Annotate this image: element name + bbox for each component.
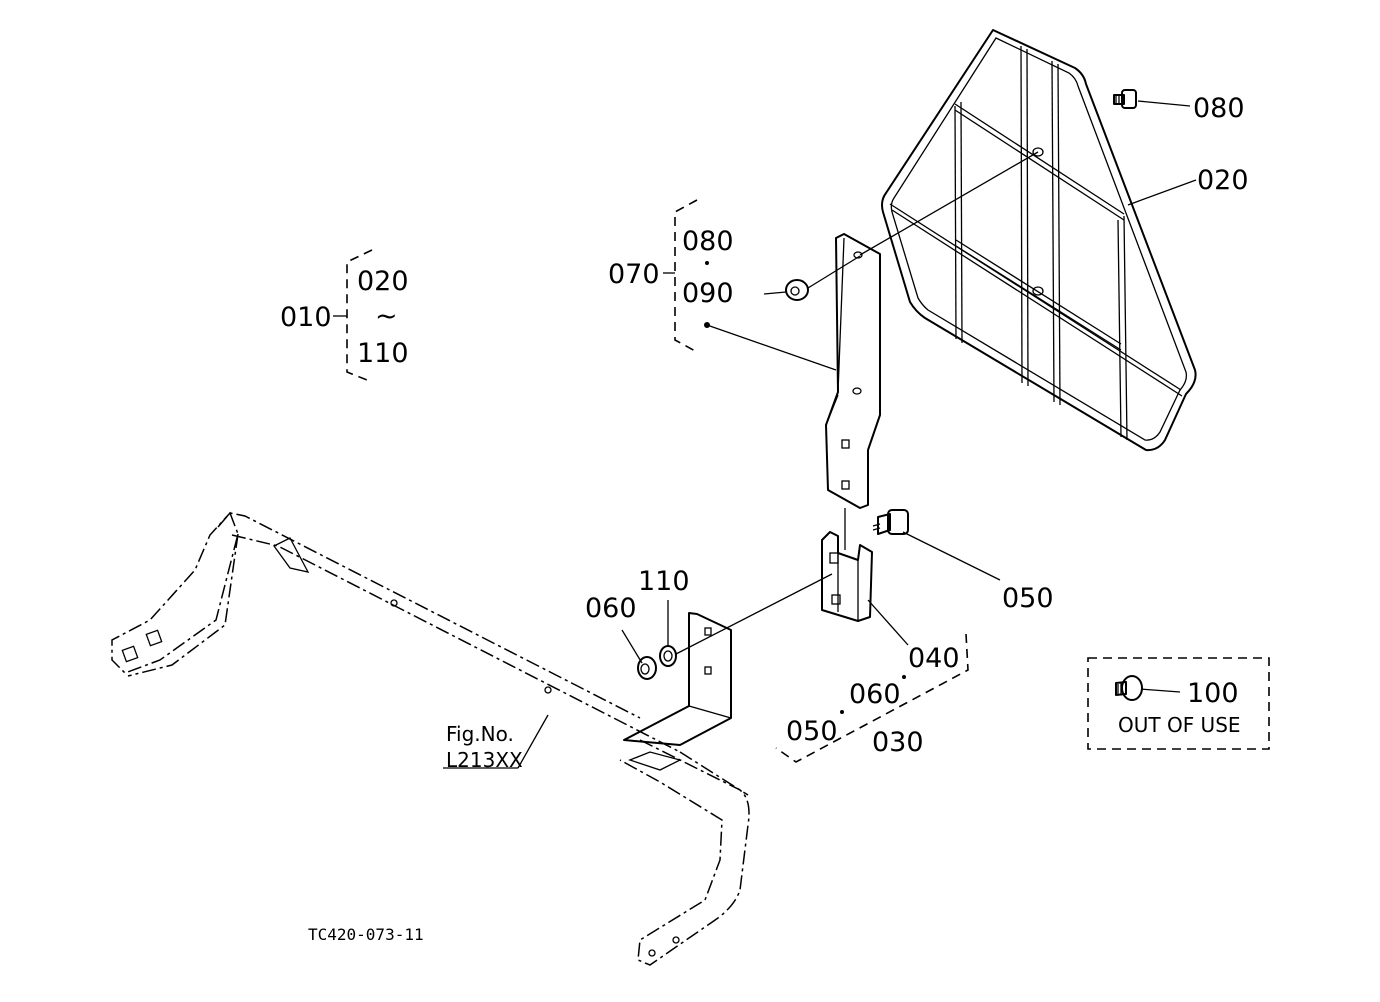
callout-060-in-030[interactable]: 060 xyxy=(849,679,901,710)
bolt-part-100[interactable] xyxy=(1115,675,1143,701)
callout-090[interactable]: 090 xyxy=(682,278,734,309)
mesh-guard-part-020[interactable] xyxy=(881,29,1197,452)
callout-070[interactable]: 070 xyxy=(608,259,660,290)
callout-110[interactable]: 110 xyxy=(638,566,690,597)
leader-lines xyxy=(443,100,1197,769)
bracket-part-070[interactable] xyxy=(825,233,881,509)
group-brace-070 xyxy=(663,199,710,353)
callout-060[interactable]: 060 xyxy=(585,593,637,624)
clip-bracket-part-040[interactable] xyxy=(821,508,873,622)
spring-washer-part-110[interactable] xyxy=(659,645,677,667)
bolt-part-080[interactable] xyxy=(1113,89,1137,109)
fig-no-label: Fig.No. xyxy=(446,722,514,746)
fig-ref-link[interactable]: L213XX xyxy=(446,748,523,772)
group-brace-010 xyxy=(333,249,373,383)
callout-080-in-070[interactable]: 080 xyxy=(682,226,734,257)
callout-020-range-start[interactable]: 020 xyxy=(357,266,409,297)
callout-020[interactable]: 020 xyxy=(1197,165,1249,196)
range-tilde: ~ xyxy=(375,301,398,332)
drawing-code: TC420-073-11 xyxy=(308,925,424,944)
callout-010[interactable]: 010 xyxy=(280,302,332,333)
frame-rail-reference xyxy=(111,511,750,966)
callout-030[interactable]: 030 xyxy=(872,727,924,758)
bolt-part-050[interactable] xyxy=(872,509,909,535)
l-bracket[interactable] xyxy=(623,612,732,746)
callout-050-in-030[interactable]: 050 xyxy=(786,716,838,747)
callout-100[interactable]: 100 xyxy=(1187,678,1239,709)
out-of-use-note: OUT OF USE xyxy=(1118,713,1241,737)
callout-080[interactable]: 080 xyxy=(1193,93,1245,124)
callout-110-range-end[interactable]: 110 xyxy=(357,338,409,369)
callout-040[interactable]: 040 xyxy=(908,643,960,674)
nut-part-090[interactable] xyxy=(785,279,809,301)
out-of-use-box xyxy=(1087,657,1270,750)
group-bracket-030 xyxy=(775,633,969,763)
nut-part-060[interactable] xyxy=(637,656,657,680)
callout-050[interactable]: 050 xyxy=(1002,583,1054,614)
